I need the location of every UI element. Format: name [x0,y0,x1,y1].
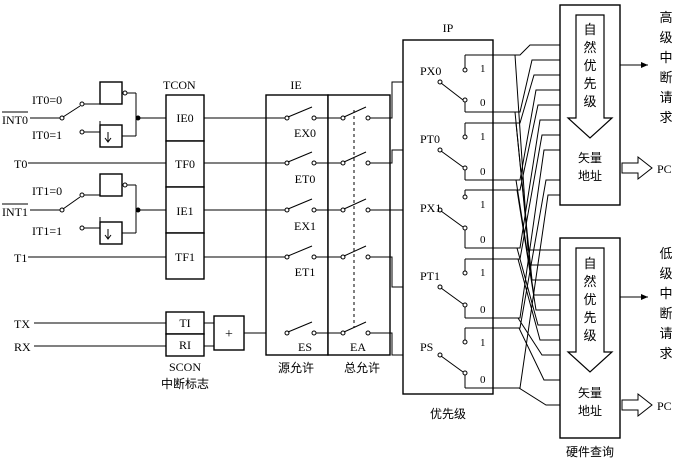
high-natural-char-2: 然 [583,40,596,56]
high-natural-priority-arrow [566,14,614,139]
high-natural-char-1: 自 [583,23,596,38]
tcon-register [165,94,205,280]
ip-priority-switches [437,54,507,389]
high-request-char-5: 请 [659,91,672,106]
input-rx-label: RX [14,340,31,354]
ip-one-pt1: 1 [480,267,486,279]
ie-label-es: ES [298,340,312,354]
low-pc-arrow [621,392,653,418]
int1-trigger-selector [30,173,166,245]
low-natural-char-2: 然 [583,274,596,290]
tcon-cell-ie1: IE1 [176,204,193,218]
tcon-title: TCON [163,78,196,92]
ip-register [402,39,494,395]
ip-title: IP [443,21,454,35]
high-request-char-3: 中 [659,51,672,66]
ip-one-pt0: 1 [480,131,486,143]
tcon-cell-tf1: TF1 [175,250,195,264]
ip-caption: 优先级 [430,407,466,421]
or-gate-symbol: + [225,327,233,342]
low-vector-label-2: 地址 [578,404,602,418]
it1-0-label: IT1=0 [32,184,62,198]
scon-flag-caption: 中断标志 [161,376,209,391]
ie-source-caption: 源允许 [278,360,314,375]
ie-label-ea: EA [350,340,366,354]
high-vector-label-2: 地址 [578,169,602,183]
high-request-char-1: 高 [659,10,672,26]
high-vector-label-1: 矢量 [578,151,602,165]
ip-zero-ps: 0 [480,374,486,386]
tcon-cell-tf0: TF0 [175,157,195,171]
low-request-char-4: 断 [659,307,672,322]
ip-label-ps: PS [420,340,433,354]
scon-cell-ri: RI [179,338,191,352]
ie-label-et0: ET0 [295,172,316,186]
input-t0-label: T0 [14,157,27,171]
ip-label-pt0: PT0 [420,132,440,146]
ip-zero-pt1: 0 [480,304,486,316]
it0-0-label: IT0=0 [32,93,62,107]
ip-label-px0: PX0 [420,64,441,78]
low-natural-char-4: 先 [583,311,596,326]
ip-label-pt1: PT1 [420,269,440,283]
low-request-char-5: 请 [659,327,672,342]
low-request-char-1: 低 [659,247,672,262]
high-pc-label: PC [657,162,672,176]
high-request-char-6: 求 [659,111,672,126]
ie-label-ex1: EX1 [294,219,316,233]
priority-routing-wires [507,44,560,406]
high-natural-char-3: 优 [583,59,596,74]
int0-trigger-selector [30,81,166,148]
input-t1-label: T1 [14,251,27,265]
ip-one-px0: 1 [480,63,486,75]
ie-register [265,94,391,356]
low-vector-label-1: 矢量 [578,386,602,400]
low-pc-label: PC [657,399,672,413]
ie-label-ex0: EX0 [294,126,316,140]
hardware-query-caption: 硬件查询 [566,445,614,459]
high-natural-char-4: 先 [583,77,596,92]
it0-1-label: IT0=1 [32,128,62,142]
high-request-char-4: 断 [659,71,672,86]
low-request-char-3: 中 [659,287,672,302]
ip-zero-pt0: 0 [480,166,486,178]
ie-global-caption: 总允许 [344,360,380,375]
tcon-cell-ie0: IE0 [176,111,193,125]
scon-register [165,311,205,357]
ip-label-px1: PX1 [420,201,441,215]
it1-1-label: IT1=1 [32,224,62,238]
high-natural-char-5: 级 [583,95,596,110]
scon-caption: SCON [169,360,201,374]
ie-source-switches [284,106,341,336]
scon-cell-ti: TI [179,316,190,330]
ip-one-px1: 1 [480,199,486,211]
low-request-char-6: 求 [659,347,672,362]
low-natural-char-1: 自 [583,257,596,272]
ip-zero-px0: 0 [480,97,486,109]
input-int0-label: INT0 [2,113,28,127]
high-pc-arrow [621,155,653,181]
ip-zero-px1: 0 [480,234,486,246]
low-natural-char-3: 优 [583,293,596,308]
low-request-char-2: 级 [659,267,672,282]
input-int1-label: INT1 [2,205,28,219]
low-natural-priority-arrow [566,247,614,373]
ie-title: IE [290,78,301,92]
input-tx-label: TX [14,317,30,331]
ie-label-et1: ET1 [295,265,316,279]
ip-one-ps: 1 [480,337,486,349]
low-natural-char-5: 级 [583,329,596,344]
high-request-char-2: 级 [659,31,672,46]
